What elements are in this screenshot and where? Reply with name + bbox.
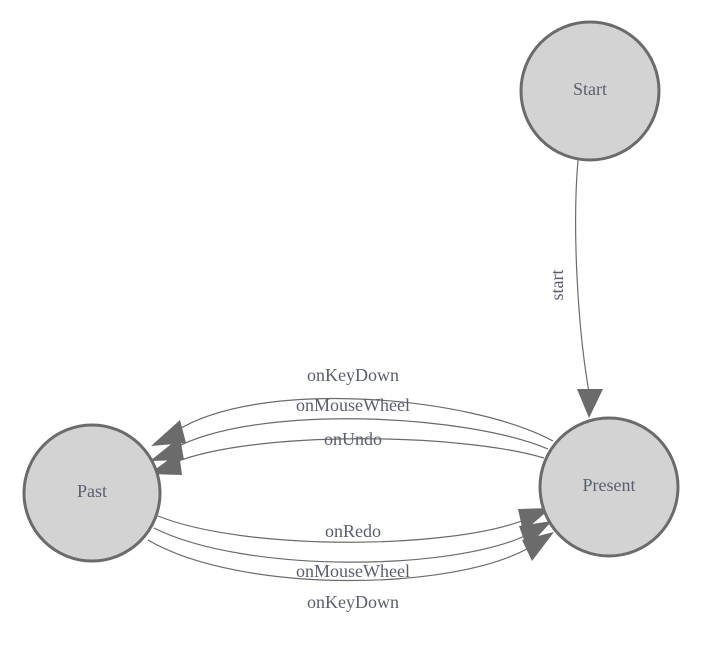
edge-present-to-past-onmousewheel[interactable]: onMouseWheel [150,395,549,461]
edge-label-keydown-dn: onKeyDown [307,592,399,612]
node-present[interactable]: Present [538,416,680,558]
node-start-circle [519,20,661,162]
edge-label-keydown-up: onKeyDown [307,365,399,385]
edge-start-to-present[interactable]: start [547,159,603,418]
edge-path-start [575,159,590,393]
node-past-circle [22,423,162,563]
edge-path-redo [157,515,528,543]
edge-present-to-past-onundo[interactable]: onUndo [149,429,545,475]
edge-label-start: start [547,270,567,301]
edge-path-wheel-dn [153,527,530,563]
edge-path-undo [172,438,545,464]
edge-label-redo: onRedo [325,521,381,541]
node-past[interactable]: Past [22,423,162,563]
edge-past-to-present-onredo[interactable]: onRedo [157,508,551,543]
edge-path-keydown-up [175,397,554,442]
edge-label-wheel-up: onMouseWheel [296,395,410,415]
edge-path-keydown-dn [147,539,533,582]
node-start[interactable]: Start [519,20,661,162]
arrowhead-start [577,389,603,418]
edge-path-wheel-up [174,418,549,450]
edge-past-to-present-onkeydown[interactable]: onKeyDown [147,532,554,612]
edge-past-to-present-onmousewheel[interactable]: onMouseWheel [153,521,552,581]
arrowhead-present-keydown [522,532,554,561]
edge-label-wheel-dn: onMouseWheel [296,561,410,581]
node-present-circle [538,416,680,558]
